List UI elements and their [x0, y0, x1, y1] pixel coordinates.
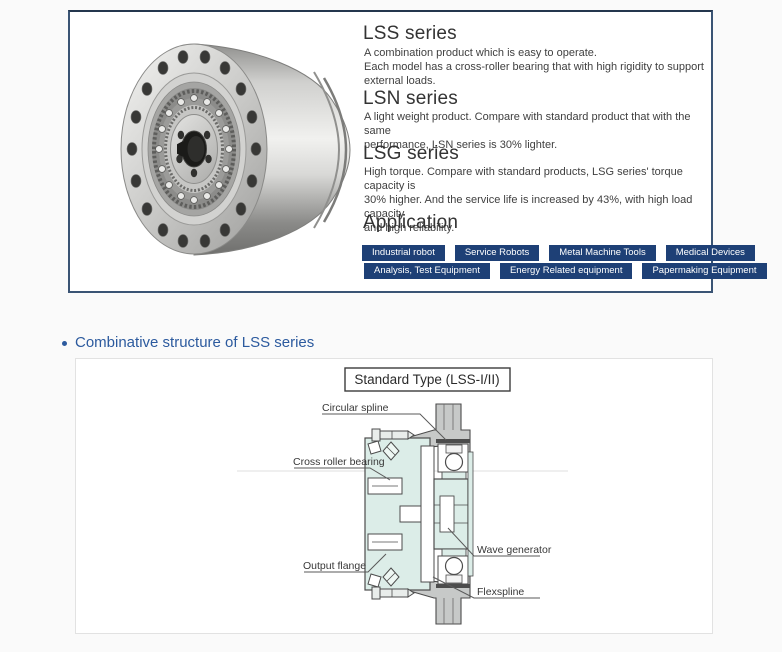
application-tag[interactable]: Metal Machine Tools — [549, 245, 656, 261]
leader-lines — [294, 413, 540, 599]
series-description-lsg: High torque. Compare with standard produ… — [364, 166, 693, 234]
label-cross-roller-bearing: Cross roller bearing — [293, 456, 385, 468]
mounting-bolt-bottom — [371, 586, 415, 600]
series-heading-lss: LSS series — [363, 23, 457, 44]
application-tag[interactable]: Industrial robot — [362, 245, 445, 261]
flexspline-detail-lines — [443, 598, 454, 624]
application-tag[interactable]: Papermaking Equipment — [642, 263, 767, 279]
wave-generator-assembly — [433, 439, 474, 588]
product-overview-panel: LSS series A combination product which i… — [68, 10, 767, 293]
section-heading: Combinative structure of LSS series — [62, 334, 314, 351]
application-tag[interactable]: Energy Related equipment — [499, 263, 633, 279]
label-wave-generator: Wave generator — [477, 544, 552, 556]
diagram-title: Standard Type (LSS-I/II) — [354, 372, 499, 387]
product-photo — [85, 30, 365, 290]
label-circular-spline: Circular spline — [322, 402, 389, 414]
section-title: Combinative structure of LSS series — [75, 334, 315, 351]
series-heading-lsg: LSG series — [363, 143, 459, 164]
application-tag[interactable]: Analysis, Test Equipment — [364, 263, 490, 279]
label-output-flange: Output flange — [303, 560, 366, 572]
cross-section-diagram: Standard Type (LSS-I/II) — [237, 367, 568, 625]
label-flexspline: Flexspline — [477, 586, 524, 598]
structure-diagram-panel: Standard Type (LSS-I/II) — [75, 358, 713, 634]
application-heading: Application — [363, 212, 459, 233]
series-description-lsn: A light weight product. Compare with sta… — [364, 111, 691, 151]
series-description-lss: A combination product which is easy to o… — [364, 47, 704, 87]
application-tags-row-2: Analysis, Test Equipment Energy Related … — [364, 263, 767, 279]
gear-photo-illustration — [120, 43, 351, 256]
circular-spline-detail-lines — [443, 404, 454, 430]
series-heading-lsn: LSN series — [363, 88, 458, 109]
application-tag[interactable]: Medical Devices — [665, 245, 755, 261]
mounting-bolt-top — [371, 428, 415, 442]
application-tag[interactable]: Service Robots — [454, 245, 540, 261]
bullet-dot-icon — [62, 340, 67, 346]
diagram-title-box — [344, 367, 511, 392]
application-tags-row-1: Industrial robot Service Robots Metal Ma… — [362, 245, 755, 261]
